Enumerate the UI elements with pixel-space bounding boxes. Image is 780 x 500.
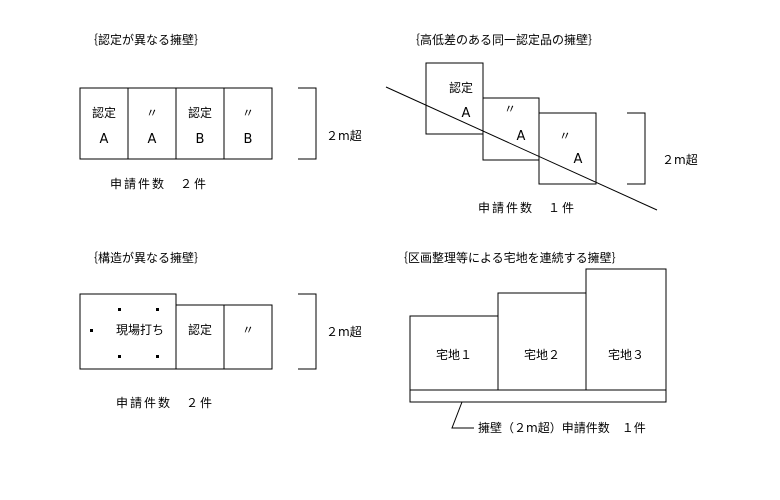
step1-certification: 認定 bbox=[449, 80, 473, 95]
wall-step-3 bbox=[538, 112, 597, 185]
step2-ditto: 〃 bbox=[504, 102, 516, 116]
section-level-difference: ｛高低差のある同一認定品の擁壁｝ 認定 A 〃 A 〃 A ２m超 申請件数 １… bbox=[385, 32, 698, 215]
cell3-certification: 認定 bbox=[188, 105, 212, 120]
wall-step-2 bbox=[482, 97, 540, 161]
height-label: ２m超 bbox=[662, 152, 698, 167]
height-label: ２m超 bbox=[326, 128, 362, 143]
section-different-structure: ｛構造が異なる擁壁｝ 現場打ち 認定 〃 ２m超 申請件数 ２件 bbox=[79, 250, 362, 410]
certified-label: 認定 bbox=[188, 322, 212, 337]
step3-type: A bbox=[574, 152, 583, 167]
cell2-ditto: 〃 bbox=[146, 106, 158, 120]
section3-title: ｛構造が異なる擁壁｝ bbox=[86, 250, 206, 265]
height-label: ２m超 bbox=[326, 324, 362, 339]
continuous-wall bbox=[409, 389, 667, 403]
step3-ditto: 〃 bbox=[559, 129, 571, 143]
lot-1 bbox=[409, 315, 499, 391]
wall-step-1 bbox=[425, 62, 484, 135]
step2-type: A bbox=[517, 129, 526, 144]
lot3-label: 宅地３ bbox=[608, 347, 644, 362]
concrete-dots bbox=[90, 308, 159, 358]
application-count: 申請件数 ２件 bbox=[116, 395, 214, 410]
lot2-label: 宅地２ bbox=[524, 347, 560, 362]
section4-title: ｛区画整理等による宅地を連続する擁壁｝ bbox=[396, 250, 624, 265]
section2-title: ｛高低差のある同一認定品の擁壁｝ bbox=[408, 32, 600, 47]
cast-in-place-wall bbox=[79, 293, 177, 370]
section-different-certification: ｛認定が異なる擁壁｝ 認定 A 〃 A 認定 B 〃 B ２m超 申請件数 ２件 bbox=[79, 32, 362, 191]
lot-3 bbox=[585, 268, 667, 391]
height-bracket bbox=[298, 87, 317, 160]
leader-line bbox=[451, 401, 474, 429]
cell3-type: B bbox=[196, 132, 205, 147]
application-count: 申請件数 １件 bbox=[478, 200, 576, 215]
cell1-certification: 認定 bbox=[92, 105, 116, 120]
cell1-type: A bbox=[100, 132, 109, 147]
application-count: 擁壁（２m超）申請件数 １件 bbox=[478, 420, 646, 435]
ditto-label: 〃 bbox=[242, 323, 254, 337]
slope-line bbox=[385, 86, 658, 211]
lot-2 bbox=[497, 292, 587, 391]
cell4-type: B bbox=[244, 132, 253, 147]
cell2-type: A bbox=[148, 132, 157, 147]
cast-in-place-label: 現場打ち bbox=[116, 323, 164, 337]
step1-type: A bbox=[462, 106, 471, 121]
section-continuous-lots: ｛区画整理等による宅地を連続する擁壁｝ 宅地１ 宅地２ 宅地３ 擁壁（２m超）申… bbox=[396, 250, 667, 435]
lot1-label: 宅地１ bbox=[436, 347, 472, 362]
section1-title: ｛認定が異なる擁壁｝ bbox=[86, 32, 206, 47]
height-bracket bbox=[627, 112, 646, 185]
height-bracket bbox=[298, 293, 317, 370]
application-count: 申請件数 ２件 bbox=[110, 176, 208, 191]
cell4-ditto: 〃 bbox=[242, 106, 254, 120]
